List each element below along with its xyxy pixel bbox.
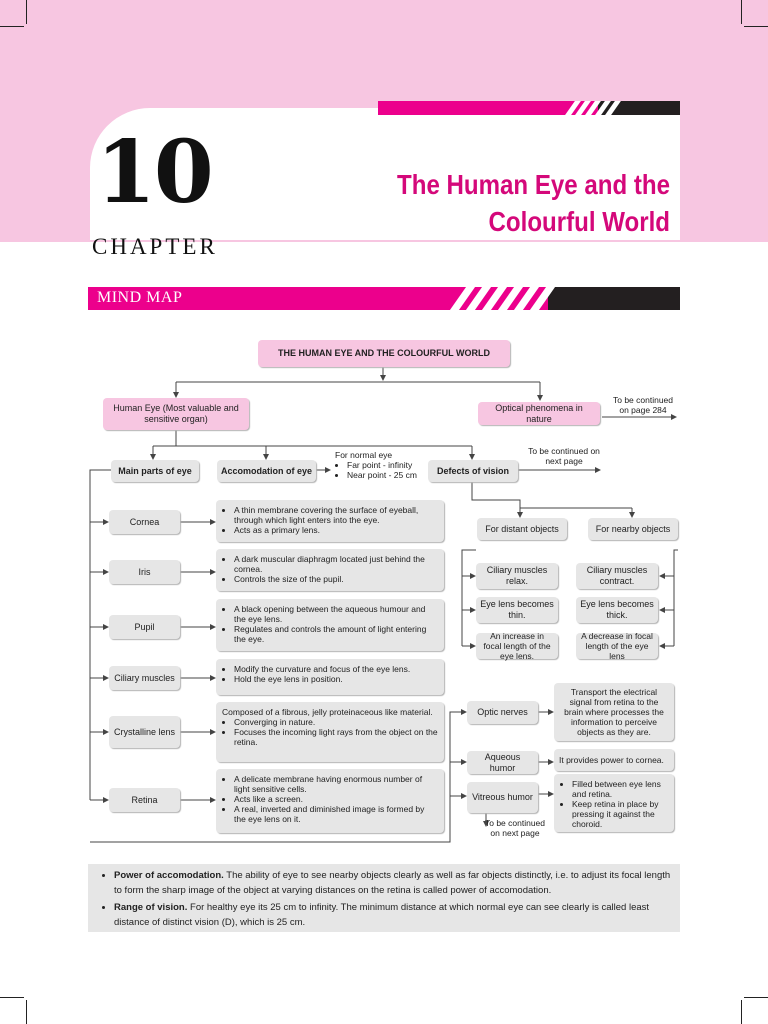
- title-panel: [90, 108, 680, 240]
- optical-phenomena-node: Optical phenomena in nature: [478, 402, 600, 425]
- crop-mark: [0, 997, 24, 998]
- mind-map-bar-dark: [449, 287, 680, 310]
- nearby-item: Ciliary muscles contract.: [576, 563, 658, 589]
- note-term: Power of accomodation.: [114, 870, 224, 881]
- desc-point: Controls the size of the pupil.: [234, 574, 438, 584]
- main-parts-node: Main parts of eye: [111, 460, 199, 482]
- aqueous-humor-node: Aqueous humor: [467, 751, 538, 774]
- continued-next-page-2: To be continued on next page: [484, 818, 546, 838]
- crop-mark: [26, 0, 27, 24]
- part-ciliary-muscles: Ciliary muscles: [109, 666, 180, 690]
- retina-desc: A delicate membrane having enormous numb…: [216, 769, 444, 833]
- note-text: The ability of eye to see nearby objects…: [114, 870, 671, 896]
- title-accent-bar-dark: [565, 101, 680, 115]
- desc-point: A thin membrane covering the surface of …: [234, 505, 438, 525]
- aqueous-humor-desc: It provides power to cornea.: [554, 749, 674, 771]
- pupil-desc: A black opening between the aqueous humo…: [216, 599, 444, 651]
- note-term: Range of vision.: [114, 902, 188, 913]
- human-eye-node: Human Eye (Most valuable and sensitive o…: [103, 398, 249, 430]
- normal-eye-note: For normal eye Far point - infinity Near…: [335, 450, 427, 480]
- notes-list: Power of accomodation. The ability of ey…: [104, 868, 672, 930]
- cornea-desc: A thin membrane covering the surface of …: [216, 500, 444, 542]
- distant-item: Ciliary muscles relax.: [476, 563, 558, 589]
- desc-point: Modify the curvature and focus of the ey…: [234, 664, 438, 674]
- root-node: THE HUMAN EYE AND THE COLOURFUL WORLD: [258, 340, 510, 367]
- notes-box: Power of accomodation. The ability of ey…: [88, 864, 680, 932]
- ciliary-muscles-desc: Modify the curvature and focus of the ey…: [216, 659, 444, 695]
- desc-point: A dark muscular diaphragm located just b…: [234, 554, 438, 574]
- nearby-objects-node: For nearby objects: [588, 518, 678, 540]
- desc-point: Regulates and controls the amount of lig…: [234, 624, 438, 644]
- accomodation-node: Accomodation of eye: [217, 460, 316, 482]
- desc-point: A delicate membrane having enormous numb…: [234, 774, 438, 794]
- iris-points: A dark muscular diaphragm located just b…: [222, 554, 438, 584]
- lens-points: Converging in nature. Focuses the incomi…: [222, 717, 438, 747]
- lens-intro: Composed of a fibrous, jelly proteinaceo…: [222, 707, 433, 717]
- optic-nerves-desc: Transport the electrical signal from ret…: [554, 683, 674, 741]
- vitreous-humor-desc: Filled between eye lens and retina. Keep…: [554, 774, 674, 832]
- part-crystalline-lens: Crystalline lens: [109, 716, 180, 748]
- chapter-word: CHAPTER: [92, 234, 218, 259]
- defects-node: Defects of vision: [428, 460, 518, 482]
- crop-mark: [744, 26, 768, 27]
- crop-mark: [741, 0, 742, 24]
- cornea-points: A thin membrane covering the surface of …: [222, 505, 438, 535]
- part-iris: Iris: [109, 560, 180, 584]
- pupil-points: A black opening between the aqueous humo…: [222, 604, 438, 644]
- continued-next-page: To be continued on next page: [528, 446, 600, 466]
- note-text: For healthy eye its 25 cm to infinity. T…: [114, 902, 650, 928]
- chapter-title-line1: The Human Eye and the: [397, 169, 670, 200]
- desc-point: A black opening between the aqueous humo…: [234, 604, 438, 624]
- crop-mark: [26, 1000, 27, 1024]
- normal-eye-point: Far point - infinity: [347, 460, 427, 470]
- crop-mark: [741, 1000, 742, 1024]
- continued-page-284: To be continued on page 284: [612, 395, 674, 415]
- normal-eye-point: Near point - 25 cm: [347, 470, 427, 480]
- desc-point: A real, inverted and diminished image is…: [234, 804, 438, 824]
- crop-mark: [744, 997, 768, 998]
- normal-eye-heading: For normal eye: [335, 450, 393, 460]
- optic-nerves-node: Optic nerves: [467, 701, 538, 724]
- retina-points: A delicate membrane having enormous numb…: [222, 774, 438, 824]
- chapter-title-line2: Colourful World: [488, 206, 670, 237]
- desc-point: Keep retina in place by pressing it agai…: [572, 799, 668, 829]
- nearby-item: A decrease in focal length of the eye le…: [576, 631, 658, 661]
- note-item: Range of vision. For healthy eye its 25 …: [114, 900, 672, 930]
- part-cornea: Cornea: [109, 510, 180, 534]
- distant-item: Eye lens becomes thin.: [476, 597, 558, 623]
- nearby-item: Eye lens becomes thick.: [576, 597, 658, 623]
- crystalline-lens-desc: Composed of a fibrous, jelly proteinaceo…: [216, 702, 444, 762]
- desc-point: Hold the eye lens in position.: [234, 674, 438, 684]
- part-retina: Retina: [109, 788, 180, 812]
- normal-eye-list: Far point - infinity Near point - 25 cm: [335, 460, 427, 480]
- crop-mark: [0, 26, 24, 27]
- note-item: Power of accomodation. The ability of ey…: [114, 868, 672, 898]
- desc-point: Focuses the incoming light rays from the…: [234, 727, 438, 747]
- chapter-number: 10: [96, 122, 214, 223]
- ciliary-points: Modify the curvature and focus of the ey…: [222, 664, 438, 684]
- desc-point: Filled between eye lens and retina.: [572, 779, 668, 799]
- desc-point: Converging in nature.: [234, 717, 438, 727]
- iris-desc: A dark muscular diaphragm located just b…: [216, 549, 444, 591]
- chapter-title: The Human Eye and the Colourful World: [360, 166, 670, 240]
- distant-item: An increase in focal length of the eye l…: [476, 631, 558, 661]
- desc-point: Acts like a screen.: [234, 794, 438, 804]
- desc-point: Acts as a primary lens.: [234, 525, 438, 535]
- distant-objects-node: For distant objects: [477, 518, 567, 540]
- vitreous-points: Filled between eye lens and retina. Keep…: [560, 779, 668, 829]
- part-pupil: Pupil: [109, 615, 180, 639]
- vitreous-humor-node: Vitreous humor: [467, 782, 538, 813]
- mind-map-label: MIND MAP: [97, 289, 183, 306]
